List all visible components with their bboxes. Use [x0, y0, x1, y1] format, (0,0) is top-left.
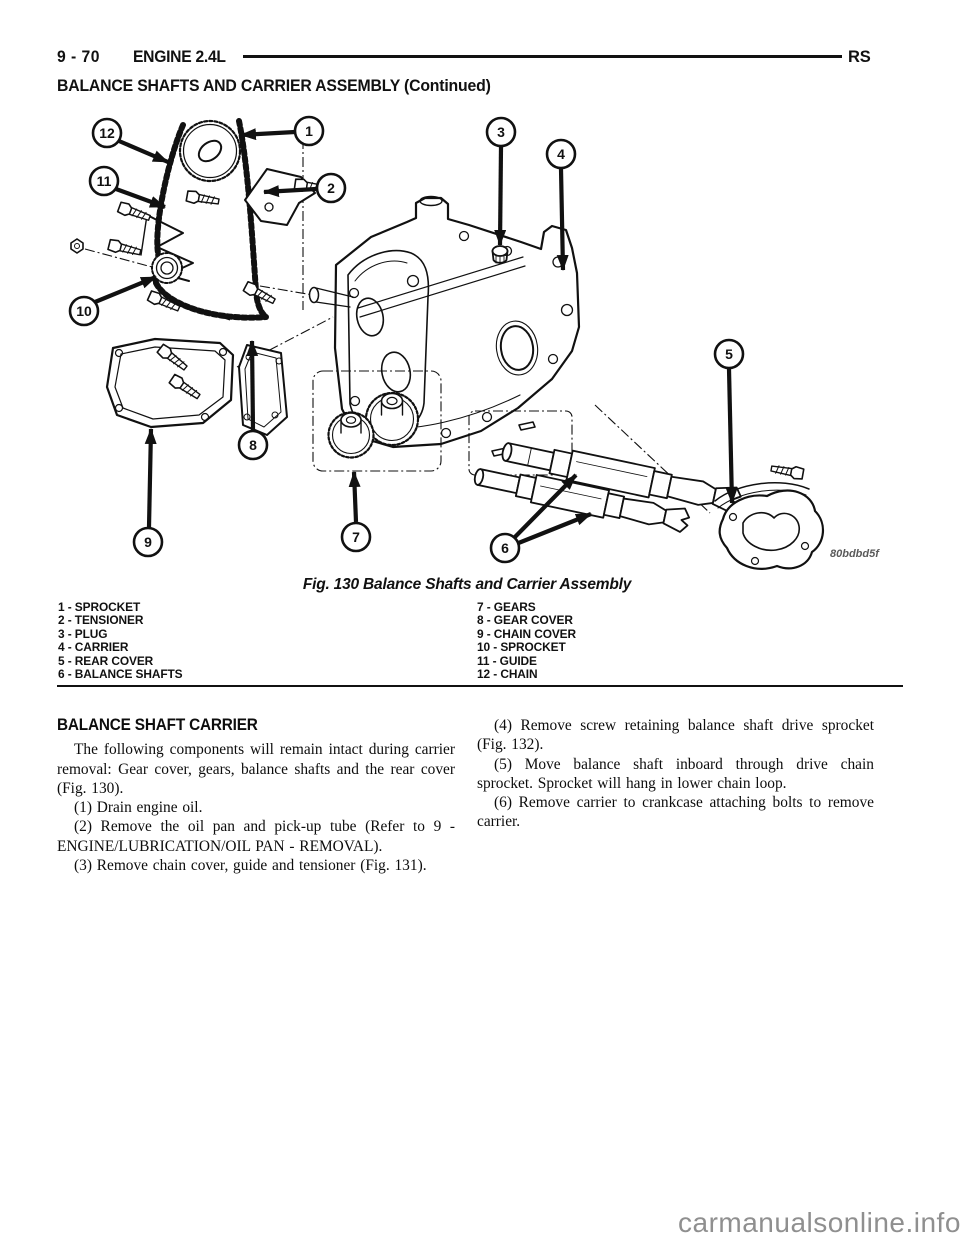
header-rule	[243, 55, 842, 58]
figure-id: 80bdbd5f	[830, 548, 880, 560]
tensioner	[244, 168, 329, 226]
body-paragraph: The following components will remain int…	[57, 741, 455, 797]
rear-balance-shaft	[473, 468, 691, 533]
chain-cover	[105, 337, 235, 429]
legend-item: 5 - REAR COVER	[58, 653, 154, 668]
callout-1: 1	[293, 115, 325, 147]
legend-item: 12 - CHAIN	[477, 667, 538, 682]
body-paragraph: (2) Remove the oil pan and pick-up tube …	[57, 818, 455, 855]
legend-column-left: 1 - SPROCKET 2 - TENSIONER 3 - PLUG 4 - …	[58, 600, 183, 682]
body-paragraph: (4) Remove screw retaining balance shaft…	[477, 717, 874, 754]
figure-caption: Fig. 130 Balance Shafts and Carrier Asse…	[302, 576, 632, 593]
svg-text:12: 12	[99, 125, 115, 141]
legend-item: 6 - BALANCE SHAFTS	[58, 667, 183, 682]
rear-cover	[714, 461, 824, 570]
model-code: RS	[848, 48, 871, 66]
body-paragraph: (5) Move balance shaft inboard through d…	[477, 755, 874, 792]
svg-text:10: 10	[76, 303, 92, 319]
svg-text:9: 9	[144, 534, 152, 550]
callout-9: 9	[132, 526, 164, 558]
watermark-text: carmanualsonline.info	[678, 1207, 960, 1238]
page-number: 9 - 70	[57, 48, 100, 66]
svg-text:7: 7	[352, 529, 360, 545]
callout-11: 11	[88, 165, 120, 197]
svg-text:8: 8	[249, 437, 257, 453]
fastener-bolts	[70, 189, 278, 315]
balance-shafts	[468, 410, 742, 533]
continued-heading: BALANCE SHAFTS AND CARRIER ASSEMBLY (Con…	[57, 76, 491, 95]
legend-item: 9 - CHAIN COVER	[477, 626, 577, 641]
balance-gears	[312, 370, 442, 472]
procedure-heading: BALANCE SHAFT CARRIER	[57, 716, 258, 734]
drive-sprocket	[178, 119, 242, 183]
callout-3: 3	[485, 116, 517, 148]
legend-item: 2 - TENSIONER	[58, 613, 144, 628]
callout-12: 12	[91, 117, 123, 149]
svg-text:4: 4	[557, 146, 565, 162]
body-paragraph: (1) Drain engine oil.	[74, 799, 203, 817]
section-divider-rule	[57, 685, 903, 688]
body-column-right: (4) Remove screw retaining balance shaft…	[477, 716, 874, 832]
callout-4: 4	[545, 138, 577, 170]
callout-8: 8	[237, 429, 269, 461]
svg-text:3: 3	[497, 124, 505, 140]
svg-text:2: 2	[327, 180, 335, 196]
body-paragraph: (6) Remove carrier to crankcase attachin…	[477, 794, 874, 831]
body-paragraph: (3) Remove chain cover, guide and tensio…	[74, 857, 427, 875]
svg-text:6: 6	[501, 540, 509, 556]
callout-6: 6	[489, 532, 521, 564]
legend-item: 7 - GEARS	[477, 600, 536, 614]
callout-5: 5	[713, 338, 745, 370]
callout-2: 2	[315, 172, 347, 204]
section-title: ENGINE 2.4L	[133, 48, 226, 66]
plug	[491, 245, 509, 265]
legend-item: 11 - GUIDE	[477, 653, 537, 668]
svg-text:1: 1	[305, 123, 313, 139]
carrier-housing	[308, 195, 581, 449]
exploded-view-figure: 1 2 3 4 5 6 7 8 9 10 11 12 80bdbd5f	[55, 105, 915, 570]
legend-item: 3 - PLUG	[58, 626, 108, 641]
legend-column-right: 7 - GEARS 8 - GEAR COVER 9 - CHAIN COVER…	[477, 600, 577, 682]
callout-10: 10	[68, 295, 100, 327]
legend-item: 10 - SPROCKET	[477, 640, 566, 655]
gear-cover	[238, 344, 288, 436]
lower-sprocket	[151, 252, 183, 284]
legend-item: 8 - GEAR COVER	[477, 613, 573, 628]
legend-item: 1 - SPROCKET	[58, 600, 141, 614]
callout-arrows	[94, 128, 738, 546]
svg-text:5: 5	[725, 346, 733, 362]
legend-item: 4 - CARRIER	[58, 640, 129, 655]
svg-text:11: 11	[97, 173, 112, 189]
body-column-left: BALANCE SHAFT CARRIER The following comp…	[57, 716, 455, 875]
balance-shaft-diagram: 1 2 3 4 5 6 7 8 9 10 11 12 80bdbd5f	[68, 115, 880, 570]
callout-7: 7	[340, 521, 372, 553]
